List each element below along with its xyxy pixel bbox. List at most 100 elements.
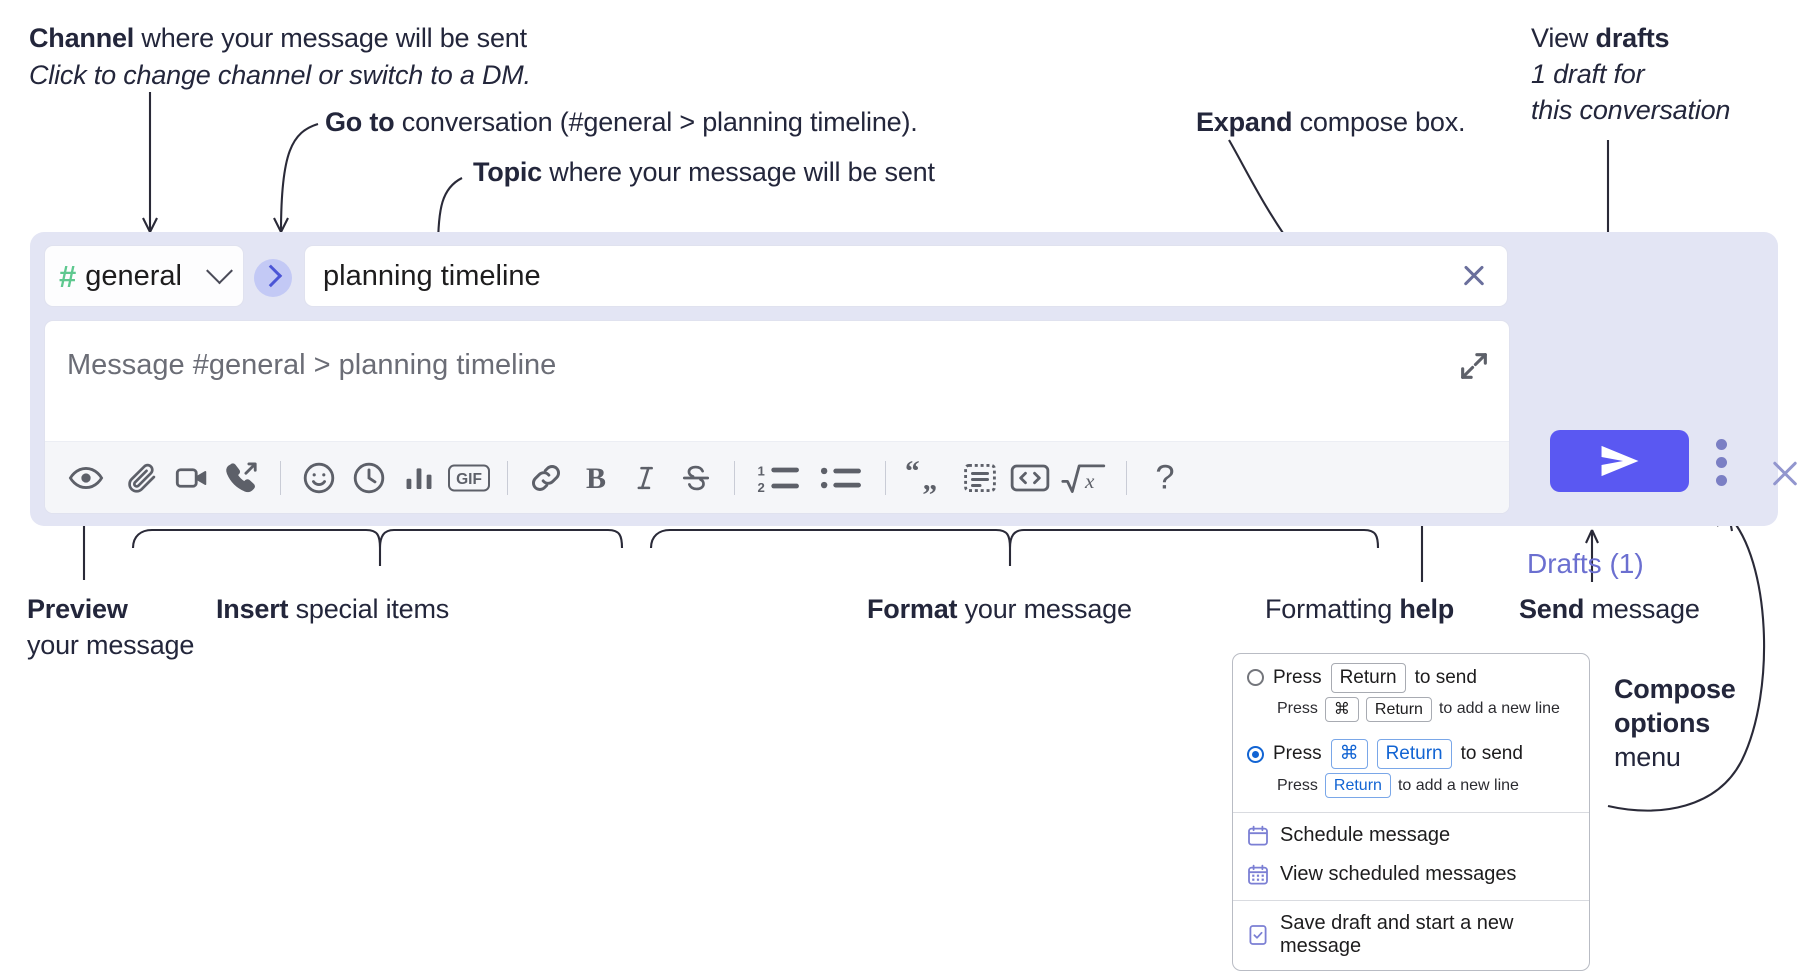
more-vertical-icon [1715, 438, 1727, 450]
annotation-drafts-sub1: 1 draft for [1531, 59, 1645, 90]
annotation-drafts-sub2: this conversation [1531, 94, 1731, 125]
poll-button[interactable] [394, 453, 444, 503]
math-button[interactable]: x [1055, 453, 1113, 503]
option2-sub-pre: Press [1277, 776, 1318, 794]
annotation-expand-rest: compose box. [1292, 107, 1466, 137]
annotation-compose-rest: menu [1614, 742, 1681, 773]
option2-sub-post: to add a new line [1397, 776, 1519, 794]
annotation-preview: Preview your message [27, 593, 194, 662]
calendar-icon [1248, 825, 1268, 846]
key-return: Return [1365, 696, 1432, 723]
annotation-preview-rest: your message [27, 630, 195, 661]
topic-field[interactable]: planning timeline [304, 245, 1508, 307]
bold-button[interactable]: B [571, 453, 621, 503]
ordered-list-button[interactable]: 1 2 [748, 453, 810, 503]
menu-item-label: Schedule message [1280, 824, 1451, 847]
send-option-return[interactable]: Press Return to send [1233, 654, 1589, 695]
annotation-expand: Expand compose box. [1196, 106, 1466, 138]
annotation-send-rest: message [1584, 594, 1700, 624]
compose-options-menu: Press Return to send Press ⌘ Return to a… [1232, 653, 1590, 971]
drafts-link[interactable]: Drafts (1) [1527, 548, 1644, 579]
document-check-icon [1249, 925, 1267, 946]
annotation-drafts-plain: View [1531, 23, 1596, 53]
option2-pre: Press [1273, 743, 1322, 765]
send-option-return-sub: Press ⌘ Return to add a new line [1233, 695, 1589, 731]
attach-file-button[interactable] [117, 453, 167, 503]
menu-item-label: View scheduled messages [1280, 863, 1517, 886]
calendar-grid-icon [1248, 864, 1268, 885]
key-return: Return [1330, 663, 1406, 693]
annotation-help: Formatting help [1265, 593, 1454, 625]
compose-options-button[interactable] [1708, 437, 1734, 487]
annotation-expand-bold: Expand [1196, 107, 1293, 137]
annotation-send: Send message [1519, 593, 1700, 625]
annotation-topic-rest: where your message will be sent [542, 157, 935, 187]
toolbar-divider [507, 460, 508, 495]
toolbar-divider [280, 460, 281, 495]
emoji-button[interactable] [294, 453, 344, 503]
audio-clip-button[interactable] [217, 453, 267, 503]
annotation-help-plain: Formatting [1265, 594, 1400, 624]
svg-text:1: 1 [758, 463, 765, 478]
italic-button[interactable] [621, 453, 671, 503]
video-clip-button[interactable] [167, 453, 217, 503]
panel-close-button[interactable] [1768, 457, 1802, 491]
annotation-channel-bold: Channel [29, 23, 135, 53]
toolbar-divider [885, 460, 886, 495]
blockquote-button[interactable]: “ „ [899, 453, 955, 503]
svg-text:?: ? [1155, 460, 1174, 496]
radio-selected[interactable] [1247, 745, 1264, 763]
annotation-channel: Channel where your message will be sent … [29, 22, 531, 92]
preview-button[interactable] [61, 453, 111, 503]
svg-text:“: “ [905, 461, 920, 488]
radio-unselected[interactable] [1247, 669, 1264, 687]
chevron-right-icon [259, 264, 283, 288]
annotation-channel-sub: Click to change channel or switch to a D… [29, 60, 531, 91]
svg-text:x: x [1084, 468, 1095, 492]
send-option-cmd-return[interactable]: Press ⌘ Return to send [1233, 730, 1589, 771]
link-button[interactable] [521, 453, 571, 503]
option2-post: to send [1460, 743, 1523, 765]
menu-divider [1233, 812, 1589, 814]
more-vertical-icon [1715, 474, 1727, 486]
formatting-toolbar: GIF B [45, 441, 1509, 513]
toolbar-divider [734, 460, 735, 495]
expand-diagonal-icon[interactable] [1457, 349, 1491, 383]
option1-sub-post: to add a new line [1438, 700, 1560, 718]
bulleted-list-button[interactable] [810, 453, 872, 503]
annotation-compose-options: Compose options menu [1614, 672, 1736, 774]
annotation-drafts-bold: drafts [1595, 23, 1670, 53]
strikethrough-button[interactable] [671, 453, 721, 503]
send-button[interactable] [1550, 430, 1689, 492]
annotation-topic: Topic where your message will be sent [473, 156, 935, 188]
key-return: Return [1376, 739, 1452, 769]
goto-conversation-button[interactable] [254, 259, 292, 297]
channel-selector[interactable]: # general [44, 245, 244, 307]
svg-text:„: „ [923, 464, 938, 494]
annotation-send-bold: Send [1519, 594, 1585, 624]
topic-value: planning timeline [323, 259, 541, 292]
annotation-format: Format your message [867, 593, 1132, 625]
svg-text:B: B [586, 461, 606, 494]
gif-button[interactable]: GIF [444, 453, 494, 503]
key-command: ⌘ [1324, 696, 1359, 723]
svg-text:GIF: GIF [456, 471, 482, 488]
channel-name: general [85, 259, 182, 292]
option1-pre: Press [1273, 666, 1322, 688]
menu-item-label: Save draft and start a new message [1280, 912, 1514, 958]
message-input-box[interactable]: Message #general > planning timeline [44, 320, 1510, 514]
schedule-button[interactable] [344, 453, 394, 503]
formatting-help-button[interactable]: ? [1140, 453, 1190, 503]
code-inline-button[interactable] [955, 453, 1005, 503]
menu-item-view-scheduled[interactable]: View scheduled messages [1233, 855, 1589, 894]
menu-item-schedule-message[interactable]: Schedule message [1233, 813, 1589, 855]
chevron-down-icon [206, 256, 233, 284]
annotation-preview-bold: Preview [27, 594, 128, 624]
menu-item-save-draft[interactable]: Save draft and start a new message [1233, 901, 1589, 970]
menu-divider [1233, 900, 1589, 902]
annotation-insert-bold: Insert [216, 594, 289, 624]
paper-plane-icon [1601, 445, 1638, 477]
code-block-button[interactable] [1005, 453, 1055, 503]
close-icon[interactable] [1459, 261, 1489, 291]
option1-post: to send [1414, 666, 1477, 688]
